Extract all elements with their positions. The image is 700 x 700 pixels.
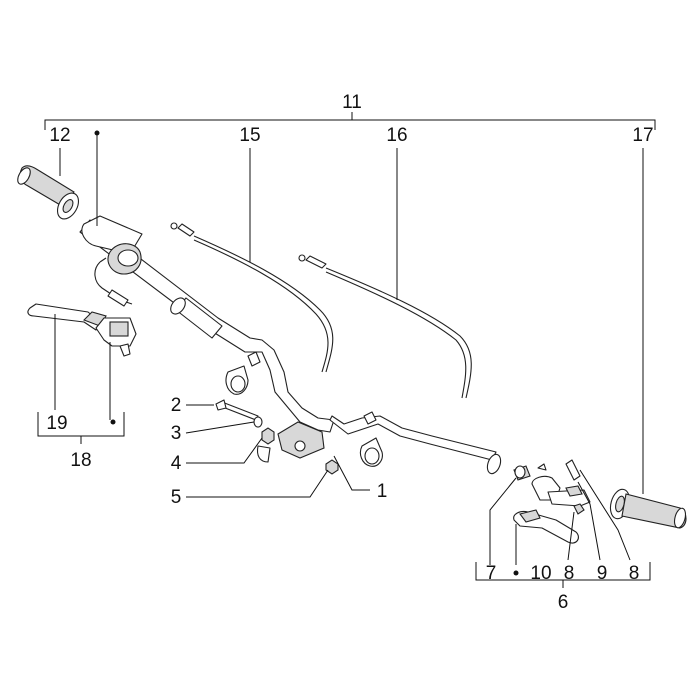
callout-18[interactable]: 18 xyxy=(70,450,91,471)
callout-19[interactable]: 19 xyxy=(46,413,67,434)
washer-3 xyxy=(253,416,263,428)
dot-marker-10 xyxy=(513,570,519,576)
leader-lines xyxy=(54,134,644,565)
bracket-18 xyxy=(37,412,125,444)
callout-12[interactable]: 12 xyxy=(49,125,70,146)
left-grip xyxy=(17,165,80,220)
callout-5[interactable]: 5 xyxy=(171,487,182,508)
callout-11[interactable]: 11 xyxy=(342,92,362,113)
callout-2[interactable]: 2 xyxy=(171,395,182,416)
callout-8-left[interactable]: 8 xyxy=(564,563,575,584)
cable-15 xyxy=(170,222,334,373)
callout-4[interactable]: 4 xyxy=(171,453,182,474)
cable-16 xyxy=(298,254,472,399)
callout-1[interactable]: 1 xyxy=(377,481,388,502)
callout-6[interactable]: 6 xyxy=(558,592,569,613)
screw-2 xyxy=(215,399,259,421)
dot-marker-18 xyxy=(110,419,116,425)
callout-9[interactable]: 9 xyxy=(597,563,608,584)
handlebar-tube xyxy=(79,219,502,475)
right-brake-lever xyxy=(513,509,579,544)
right-grip xyxy=(609,488,687,529)
nut-5 xyxy=(325,459,339,475)
right-brake-master xyxy=(531,475,591,507)
left-switch-housing xyxy=(81,215,143,307)
callout-16[interactable]: 16 xyxy=(386,125,407,146)
nut-4 xyxy=(261,427,275,445)
bracket-11 xyxy=(44,112,656,130)
callout-10[interactable]: 10 xyxy=(530,563,551,584)
callout-8-right[interactable]: 8 xyxy=(629,563,640,584)
screw-7 xyxy=(537,463,547,471)
callout-3[interactable]: 3 xyxy=(171,423,182,444)
left-brake-lever xyxy=(27,303,107,331)
bracket-6 xyxy=(475,562,651,588)
screw-8-upper xyxy=(565,459,581,481)
right-bushing xyxy=(513,465,531,481)
callout-15[interactable]: 15 xyxy=(239,125,260,146)
dot-marker-top xyxy=(94,130,100,136)
nut-8-lower xyxy=(573,503,585,515)
callout-7[interactable]: 7 xyxy=(486,563,497,584)
callout-17[interactable]: 17 xyxy=(632,125,653,146)
left-brake-master xyxy=(95,317,137,357)
